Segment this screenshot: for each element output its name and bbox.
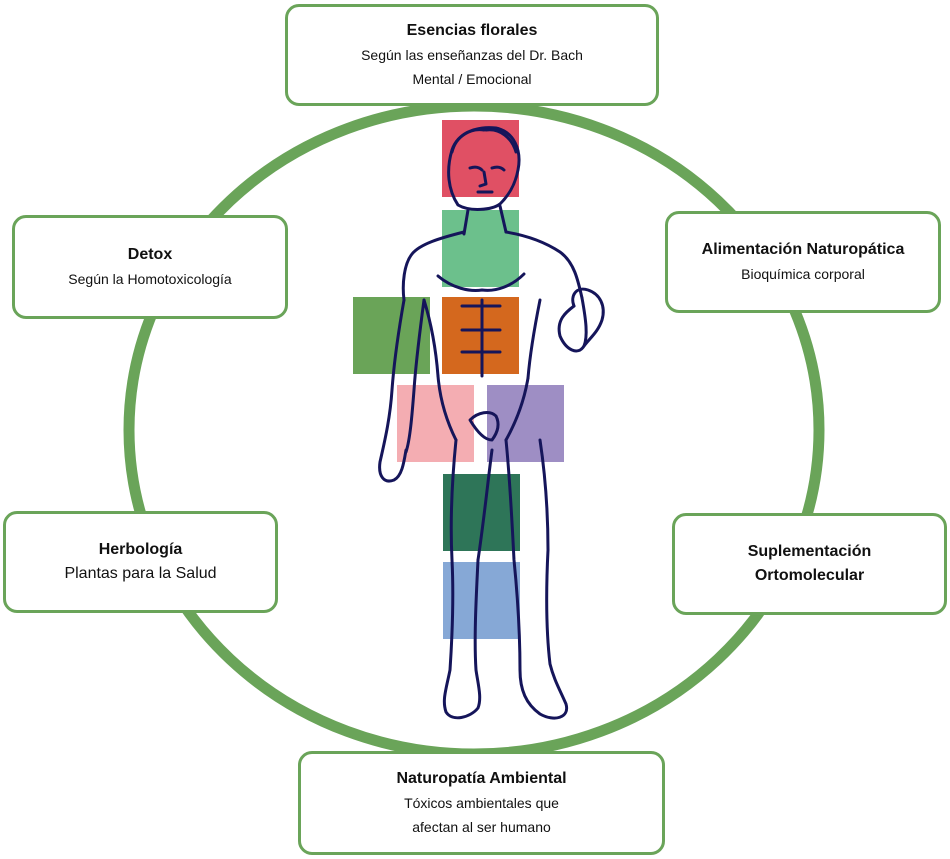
suplementacion-box: Suplementación Ortomolecular: [672, 513, 947, 615]
box-title: Esencias florales: [406, 22, 538, 39]
box-title: Naturopatía Ambiental: [396, 770, 567, 787]
box-subtitle: Bioquímica corporal: [741, 266, 865, 282]
box-title: Suplementación: [747, 543, 872, 560]
box-title: Herbología: [98, 541, 183, 558]
herbologia-box: Herbología Plantas para la Salud: [3, 511, 278, 613]
box-subtitle-2: afectan al ser humano: [412, 819, 551, 835]
right-hip-block: [487, 385, 564, 462]
box-title: Detox: [127, 246, 173, 263]
neck-block: [442, 210, 519, 287]
box-title: Alimentación Naturopática: [701, 241, 905, 258]
box-subtitle: Plantas para la Salud: [64, 565, 217, 582]
human-figure: [378, 126, 605, 720]
knee-block: [443, 562, 520, 639]
box-subtitle: Según la Homotoxicología: [68, 271, 232, 287]
box-subtitle: Tóxicos ambientales que: [404, 795, 559, 811]
esencias-florales-box: Esencias florales Según las enseñanzas d…: [285, 4, 659, 106]
naturopatia-ambiental-box: Naturopatía Ambiental Tóxicos ambientale…: [298, 751, 665, 855]
box-subtitle-2: Mental / Emocional: [412, 71, 532, 87]
box-subtitle: Según las enseñanzas del Dr. Bach: [361, 47, 583, 63]
box-title-2: Ortomolecular: [754, 567, 865, 584]
detox-box: Detox Según la Homotoxicología: [12, 215, 288, 319]
alimentacion-box: Alimentación Naturopática Bioquímica cor…: [665, 211, 941, 313]
